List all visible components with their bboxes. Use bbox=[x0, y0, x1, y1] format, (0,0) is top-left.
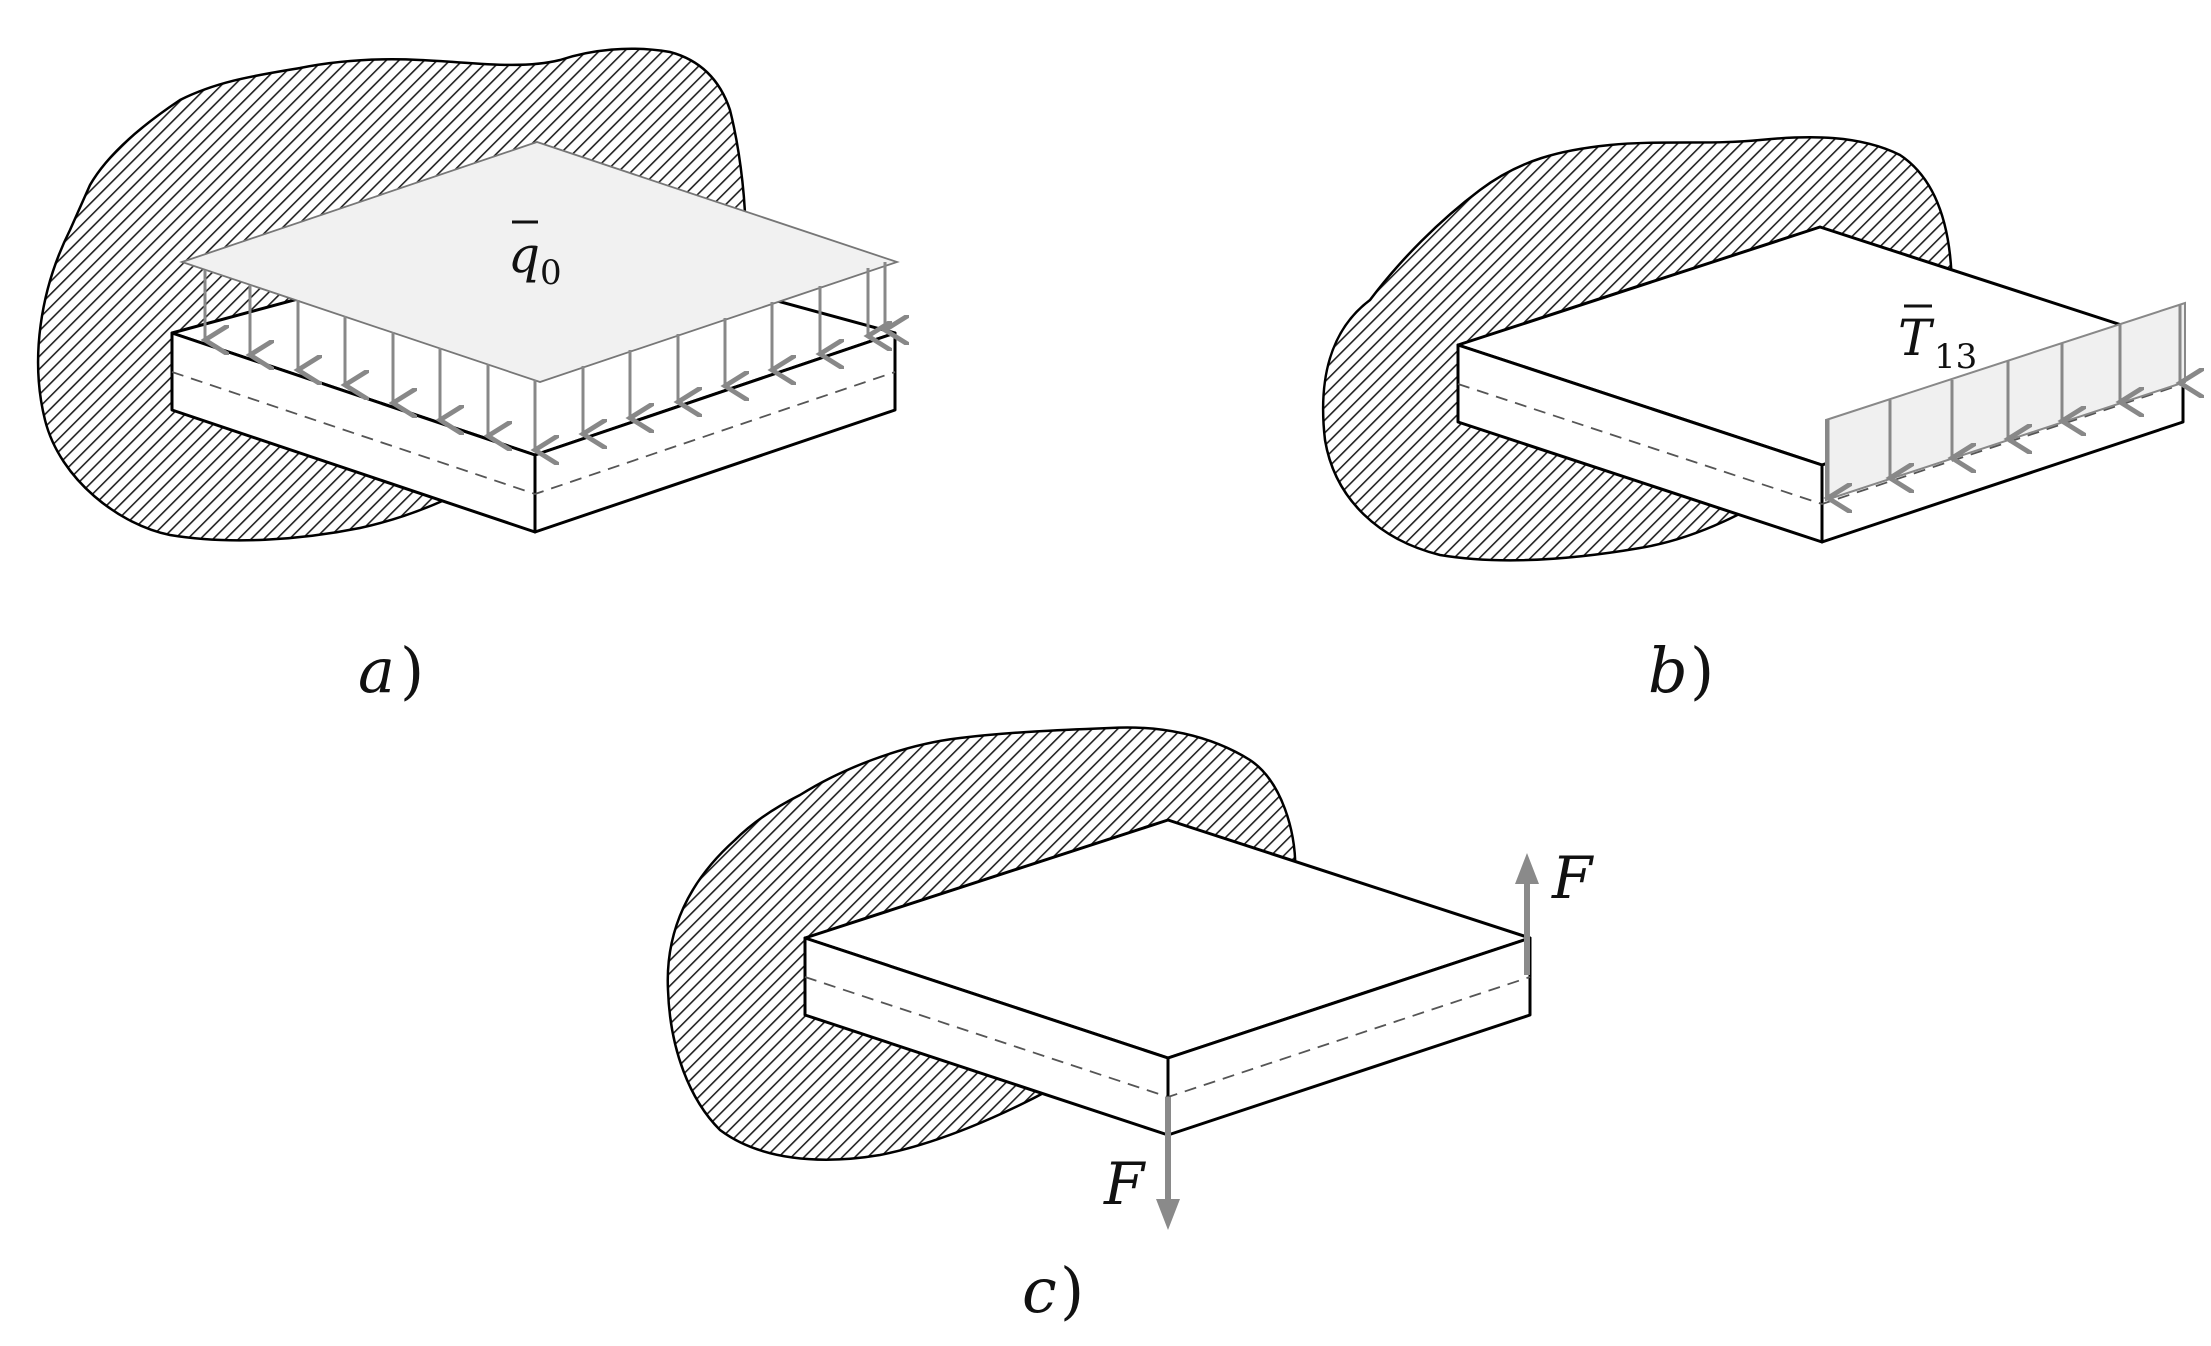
caption-b-letter: b bbox=[1648, 634, 1688, 707]
caption-a-paren: ) bbox=[400, 634, 424, 707]
panel-b: T 13 b ) bbox=[1321, 135, 2185, 707]
load-subscript-b: 13 bbox=[1934, 337, 1977, 377]
load-arrows-a bbox=[205, 262, 885, 450]
caption-c-letter: c bbox=[1022, 1254, 1057, 1327]
force-up bbox=[1515, 853, 1539, 975]
load-symbol-b: T bbox=[1898, 309, 1935, 367]
plate-b-midline bbox=[1457, 383, 2184, 505]
force-down-label: F bbox=[1103, 1150, 1146, 1218]
plate-a-midline bbox=[171, 371, 896, 495]
load-arrows-b bbox=[1828, 305, 2180, 498]
panel-c: F F c ) bbox=[666, 726, 1594, 1327]
force-down bbox=[1156, 1097, 1180, 1230]
load-label-b: T 13 bbox=[1898, 304, 1977, 377]
caption-c: c ) bbox=[1022, 1254, 1084, 1327]
force-up-label: F bbox=[1551, 844, 1594, 912]
caption-c-paren: ) bbox=[1060, 1254, 1084, 1327]
load-label-a: q 0 bbox=[508, 220, 562, 293]
load-plane-a bbox=[179, 141, 900, 383]
panel-a: q 0 a ) bbox=[36, 47, 900, 707]
caption-b: b ) bbox=[1648, 634, 1714, 707]
caption-b-paren: ) bbox=[1690, 634, 1714, 707]
caption-a-letter: a bbox=[358, 634, 395, 707]
load-symbol-a: q bbox=[508, 226, 540, 284]
caption-a: a ) bbox=[358, 634, 424, 707]
load-subscript-a: 0 bbox=[540, 253, 562, 293]
